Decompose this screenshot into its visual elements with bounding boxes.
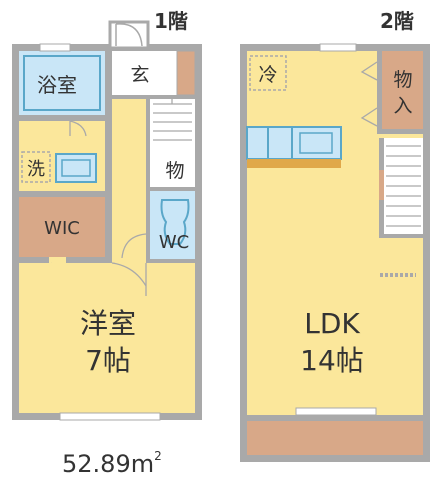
- storage-1f-label: 物: [165, 160, 184, 182]
- window-ldk-bottom: [295, 407, 377, 416]
- stair-treads-2f: [386, 145, 421, 227]
- wall-bath-right: [105, 51, 112, 191]
- toilet-label: WC: [159, 232, 189, 253]
- closet-label-2: 入: [393, 95, 412, 117]
- wall-stair-left: [146, 99, 150, 191]
- stair-handrail: [379, 170, 384, 200]
- fridge-space: [249, 55, 287, 91]
- wall-wic-bottom-left: [19, 257, 49, 263]
- window-bath: [39, 43, 71, 52]
- wall-toilet-left: [146, 191, 150, 263]
- stairs-1f: [150, 99, 195, 149]
- wall-entrance-bottom: [112, 95, 195, 99]
- western-room-label: 洋室: [80, 307, 136, 340]
- toilet-door-swing: [121, 233, 147, 259]
- washroom-door-swing: [69, 120, 87, 137]
- floor-2: 冷 物 入 LDK 14帖: [240, 43, 430, 462]
- balcony: [247, 421, 423, 455]
- toilet-fixture: [160, 199, 190, 245]
- wall-balcony-top: [247, 415, 423, 421]
- floor-1: 浴室 玄 洗 WIC 物 WC: [12, 20, 202, 421]
- wall-stair-2f-bottom: [379, 234, 423, 238]
- wall-toilet-bottom: [146, 259, 195, 263]
- floor-1-label: 1階: [154, 9, 188, 33]
- wall-bath-bottom: [19, 115, 105, 121]
- washroom-label: 洗: [27, 159, 45, 180]
- wall-closet-left: [377, 51, 382, 133]
- wic-label: WIC: [44, 218, 80, 239]
- wic-floor: [19, 197, 105, 257]
- window-ldk-top: [319, 43, 357, 52]
- closet-doors: [360, 61, 378, 127]
- closet-floor: [382, 51, 423, 129]
- western-room-door: [111, 262, 147, 296]
- area-value: 52.89m2: [62, 449, 162, 478]
- bathtub: [23, 55, 101, 111]
- western-room-size: 7帖: [85, 344, 131, 377]
- storage-1f-floor: [150, 149, 195, 187]
- kitchen-counter: [246, 126, 342, 160]
- window-western-room: [59, 412, 161, 421]
- closet-label-1: 物: [393, 69, 412, 91]
- bath-label: 浴室: [37, 73, 77, 97]
- entrance-door-swing: [115, 23, 143, 47]
- washbasin-bowl: [61, 159, 91, 177]
- floor-2-label: 2階: [380, 9, 414, 33]
- entrance-label: 玄: [130, 64, 149, 86]
- kitchen-sink: [299, 132, 333, 154]
- ldk-label: LDK: [304, 307, 360, 340]
- wall-wic-right: [105, 191, 112, 263]
- kitchen-bar-counter: [247, 159, 341, 168]
- western-room-floor: [19, 263, 195, 413]
- shoe-cabinet: [176, 50, 196, 96]
- wall-storage-bottom: [150, 187, 195, 191]
- washer-space: [21, 151, 51, 183]
- wall-wic-bottom-right: [66, 257, 112, 263]
- fridge-label: 冷: [258, 64, 277, 86]
- wall-wash-bottom: [19, 191, 105, 197]
- wall-closet-bottom: [377, 129, 423, 134]
- ldk-size: 14帖: [300, 344, 364, 377]
